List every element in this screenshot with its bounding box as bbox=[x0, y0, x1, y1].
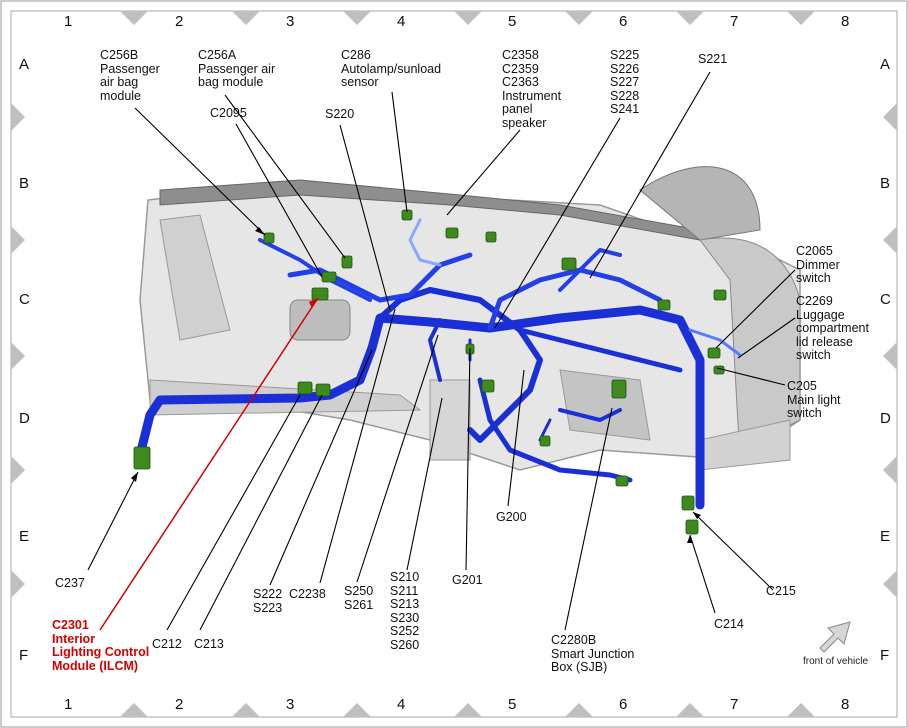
callout-c2280b: C2280B Smart Junction Box (SJB) bbox=[551, 633, 635, 674]
callout-s225: S225 S226 S227 S228 S241 bbox=[610, 48, 640, 116]
callout-c213: C213 bbox=[194, 637, 224, 651]
grid-col-top-3: 3 bbox=[286, 13, 295, 30]
callout-c2269: C2269 Luggage compartment lid release sw… bbox=[796, 294, 869, 362]
leader-arrowheads bbox=[131, 227, 701, 543]
callout-c256b: C256B Passenger air bag module bbox=[100, 48, 160, 103]
grid-row-left-a: A bbox=[19, 56, 30, 73]
grid-col-bottom-1: 1 bbox=[64, 696, 73, 713]
grid-col-top-4: 4 bbox=[397, 13, 406, 30]
callout-g201: G201 bbox=[452, 573, 483, 587]
grid-col-bottom-7: 7 bbox=[730, 696, 739, 713]
grid-row-left-c: C bbox=[19, 291, 30, 308]
grid-col-bottom-3: 3 bbox=[286, 696, 295, 713]
callout-c205: C205 Main light switch bbox=[787, 379, 841, 420]
grid-row-right-a: A bbox=[880, 56, 891, 73]
grid-col-bottom-5: 5 bbox=[508, 696, 517, 713]
callout-s222: S222 S223 bbox=[253, 587, 283, 615]
grid-row-right-d: D bbox=[880, 410, 891, 427]
grid-row-right-e: E bbox=[880, 528, 891, 545]
callout-c2301-ilcm: C2301 Interior Lighting Control Module (… bbox=[52, 618, 150, 673]
grid-row-right-f: F bbox=[880, 647, 890, 664]
grid-col-top-2: 2 bbox=[175, 13, 184, 30]
grid-col-bottom-8: 8 bbox=[841, 696, 850, 713]
grid-col-bottom-2: 2 bbox=[175, 696, 184, 713]
grid-row-right-b: B bbox=[880, 175, 891, 192]
grid-col-top-6: 6 bbox=[619, 13, 628, 30]
callout-c286: C286 Autolamp/sunload sensor bbox=[341, 48, 442, 89]
grid-col-bottom-6: 6 bbox=[619, 696, 628, 713]
grid-row-right-c: C bbox=[880, 291, 891, 308]
callout-c237: C237 bbox=[55, 576, 85, 590]
callout-c2095: C2095 bbox=[210, 106, 247, 120]
grid-col-top-7: 7 bbox=[730, 13, 739, 30]
callout-s221: S221 bbox=[698, 52, 728, 66]
border-markers bbox=[11, 11, 897, 717]
callout-s220: S220 bbox=[325, 107, 355, 121]
front-of-vehicle-label: front of vehicle bbox=[803, 656, 869, 667]
connectors bbox=[133, 209, 727, 535]
callout-c214: C214 bbox=[714, 617, 744, 631]
ilcm-leader-line bbox=[99, 297, 319, 631]
callout-c212: C212 bbox=[152, 637, 182, 651]
grid-row-left-f: F bbox=[19, 647, 29, 664]
callout-c2358: C2358 C2359 C2363 Instrument panel speak… bbox=[502, 48, 562, 130]
grid-col-top-5: 5 bbox=[508, 13, 517, 30]
callout-g200: G200 bbox=[496, 510, 527, 524]
callout-s250: S250 S261 bbox=[344, 584, 374, 612]
grid-row-left-d: D bbox=[19, 410, 30, 427]
grid-row-left-e: E bbox=[19, 528, 30, 545]
leader-lines bbox=[87, 71, 796, 631]
grid-row-left-b: B bbox=[19, 175, 30, 192]
grid-col-top-1: 1 bbox=[64, 13, 73, 30]
callout-s210: S210 S211 S213 S230 S252 S260 bbox=[390, 570, 420, 652]
front-of-vehicle-arrow-icon bbox=[819, 621, 851, 653]
grid-col-bottom-4: 4 bbox=[397, 696, 406, 713]
callout-c215: C215 bbox=[766, 584, 796, 598]
callout-c2238: C2238 bbox=[289, 587, 326, 601]
callout-c2065: C2065 Dimmer switch bbox=[796, 244, 840, 285]
callout-c256a: C256A Passenger air bag module bbox=[198, 48, 276, 89]
wiring-harness bbox=[135, 218, 742, 510]
grid-col-top-8: 8 bbox=[841, 13, 850, 30]
